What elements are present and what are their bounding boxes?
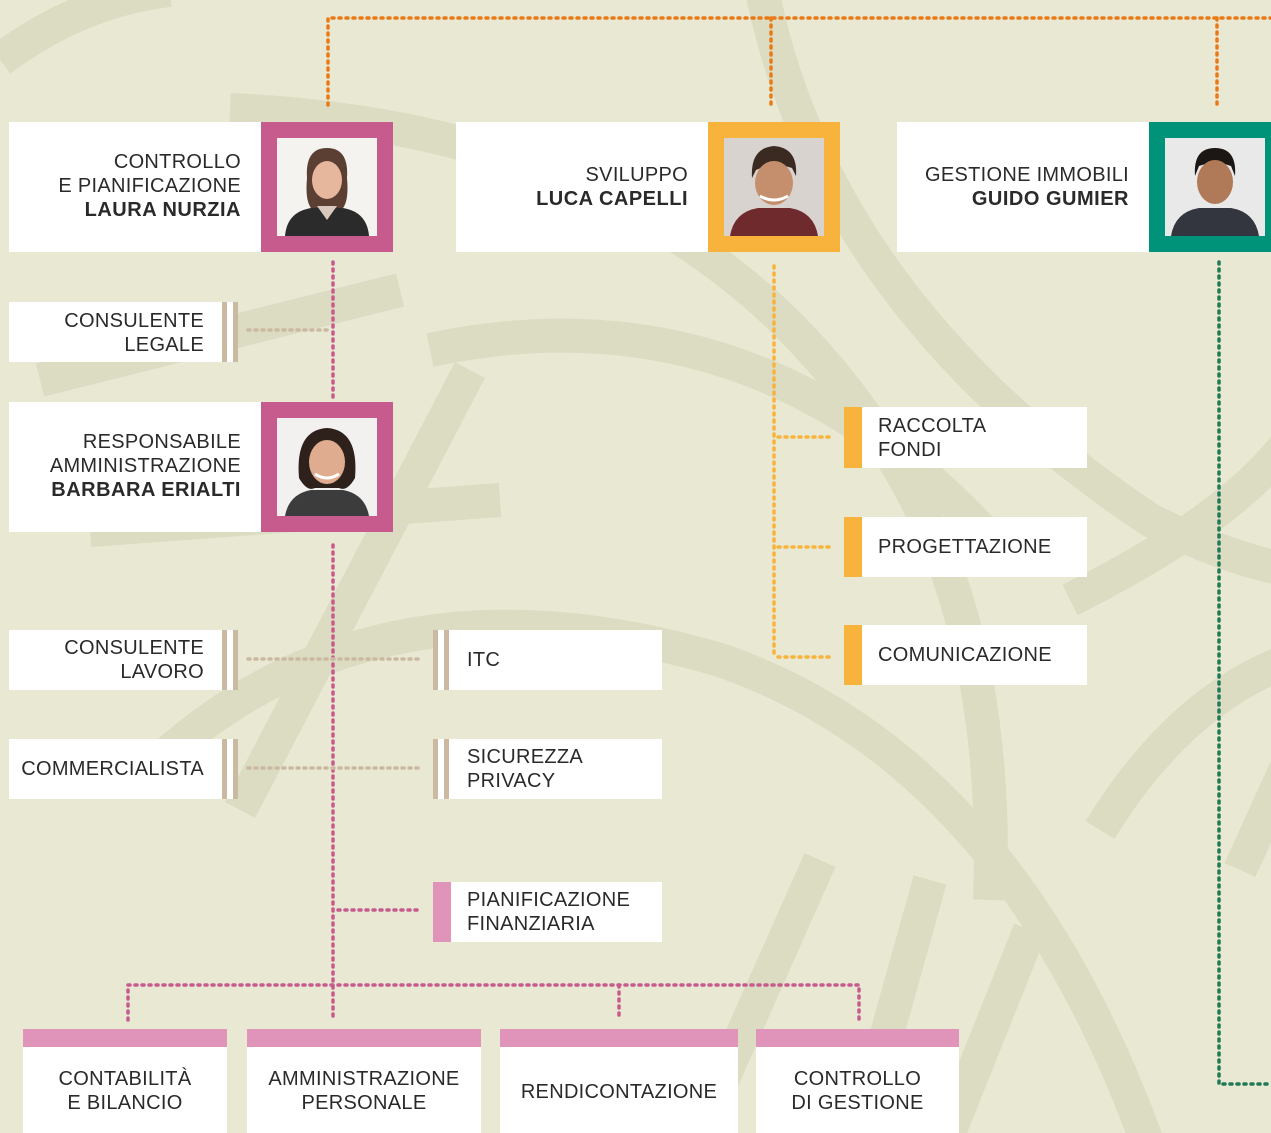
person-photo-icon [1165, 138, 1265, 236]
avatar [261, 402, 393, 532]
card-gestione-immobili: GESTIONE IMMOBILI GUIDO GUMIER [897, 122, 1271, 252]
accent-bar [433, 630, 438, 690]
card-label: AMMINISTRAZIONE PERSONALE [247, 1067, 481, 1115]
accent-bar [233, 630, 238, 690]
accent-bar [23, 1029, 227, 1047]
label-line-1: COMMERCIALISTA [21, 758, 204, 780]
card-label: CONSULENTE LAVORO [64, 636, 204, 684]
person-name: BARBARA ERIALTI [51, 479, 241, 501]
person-photo-icon [724, 138, 824, 236]
card-label: GESTIONE IMMOBILI GUIDO GUMIER [925, 163, 1129, 211]
label-line-2: LEGALE [124, 334, 204, 356]
card-label: SVILUPPO LUCA CAPELLI [536, 163, 688, 211]
card-contabilita-bilancio: CONTABILITÀ E BILANCIO [23, 1029, 227, 1133]
card-amministrazione-personale: AMMINISTRAZIONE PERSONALE [247, 1029, 481, 1133]
accent-bar [433, 882, 451, 942]
person-name: GUIDO GUMIER [971, 188, 1129, 210]
accent-bar [756, 1029, 959, 1047]
card-label: PIANIFICAZIONE FINANZIARIA [467, 888, 630, 936]
label-line-1: PROGETTAZIONE [878, 536, 1052, 558]
accent-bar [222, 739, 227, 799]
label-line-1: RENDICONTAZIONE [520, 1081, 718, 1103]
card-commercialista: COMMERCIALISTA [9, 739, 238, 799]
label-line-1: CONSULENTE [64, 310, 204, 332]
card-label: RESPONSABILE AMMINISTRAZIONE BARBARA ERI… [50, 430, 241, 502]
accent-bar [500, 1029, 738, 1047]
label-line-2: E BILANCIO [67, 1092, 183, 1114]
card-pianificazione-finanziaria: PIANIFICAZIONE FINANZIARIA [433, 882, 662, 942]
label-line-2: PRIVACY [467, 770, 556, 792]
card-comunicazione: COMUNICAZIONE [844, 625, 1087, 685]
accent-bar [433, 739, 438, 799]
label-line-1: CONSULENTE [64, 637, 204, 659]
accent-bar [233, 302, 238, 362]
card-label: CONSULENTE LEGALE [64, 309, 204, 357]
card-label: COMMERCIALISTA [21, 757, 204, 781]
accent-bar [247, 1029, 481, 1047]
card-progettazione: PROGETTAZIONE [844, 517, 1087, 577]
card-itc: ITC [433, 630, 662, 690]
card-responsabile-amministrazione: RESPONSABILE AMMINISTRAZIONE BARBARA ERI… [9, 402, 393, 532]
card-controllo-pianificazione: CONTROLLO E PIANIFICAZIONE LAURA NURZIA [9, 122, 393, 252]
label-line-1: ITC [467, 649, 501, 671]
role-line-2: AMMINISTRAZIONE [49, 455, 241, 477]
role-line-1: CONTROLLO [113, 151, 241, 173]
person-name: LAURA NURZIA [84, 199, 241, 221]
card-label: PROGETTAZIONE [878, 535, 1052, 559]
label-line-1: CONTABILITÀ [58, 1068, 192, 1090]
card-sviluppo: SVILUPPO LUCA CAPELLI [456, 122, 840, 252]
label-line-2: LAVORO [120, 661, 204, 683]
accent-bar [844, 517, 862, 577]
card-label: COMUNICAZIONE [878, 643, 1052, 667]
label-line-1: RACCOLTA [878, 415, 987, 437]
card-label: CONTROLLO E PIANIFICAZIONE LAURA NURZIA [58, 150, 241, 222]
accent-bar [844, 625, 862, 685]
card-label: CONTROLLO DI GESTIONE [756, 1067, 959, 1115]
person-photo-icon [277, 138, 377, 236]
card-sicurezza-privacy: SICUREZZA PRIVACY [433, 739, 662, 799]
label-line-1: COMUNICAZIONE [878, 644, 1052, 666]
card-raccolta-fondi: RACCOLTA FONDI [844, 407, 1087, 468]
label-line-2: FINANZIARIA [467, 913, 595, 935]
label-line-1: SICUREZZA [467, 746, 584, 768]
label-line-1: AMMINISTRAZIONE [268, 1068, 460, 1090]
card-label: ITC [467, 648, 500, 672]
card-rendicontazione: RENDICONTAZIONE [500, 1029, 738, 1133]
card-label: SICUREZZA PRIVACY [467, 745, 583, 793]
person-name: LUCA CAPELLI [536, 188, 688, 210]
card-label: CONTABILITÀ E BILANCIO [23, 1067, 227, 1115]
accent-bar [844, 407, 862, 468]
role-line-1: SVILUPPO [585, 164, 688, 186]
label-line-2: FONDI [878, 439, 942, 461]
label-line-1: PIANIFICAZIONE [467, 889, 631, 911]
role-line-1: GESTIONE IMMOBILI [924, 164, 1129, 186]
person-photo-icon [277, 418, 377, 516]
card-consulente-lavoro: CONSULENTE LAVORO [9, 630, 238, 690]
role-line-1: RESPONSABILE [82, 431, 241, 453]
accent-bar [444, 630, 449, 690]
card-label: RACCOLTA FONDI [878, 414, 986, 462]
card-controllo-gestione: CONTROLLO DI GESTIONE [756, 1029, 959, 1133]
card-label: RENDICONTAZIONE [500, 1080, 738, 1104]
label-line-2: DI GESTIONE [791, 1092, 924, 1114]
card-consulente-legale: CONSULENTE LEGALE [9, 302, 238, 362]
avatar [261, 122, 393, 252]
label-line-1: CONTROLLO [793, 1068, 922, 1090]
label-line-2: PERSONALE [301, 1092, 427, 1114]
role-line-2: E PIANIFICAZIONE [58, 175, 241, 197]
accent-bar [233, 739, 238, 799]
avatar [1149, 122, 1271, 252]
accent-bar [222, 302, 227, 362]
avatar [708, 122, 840, 252]
accent-bar [222, 630, 227, 690]
accent-bar [444, 739, 449, 799]
